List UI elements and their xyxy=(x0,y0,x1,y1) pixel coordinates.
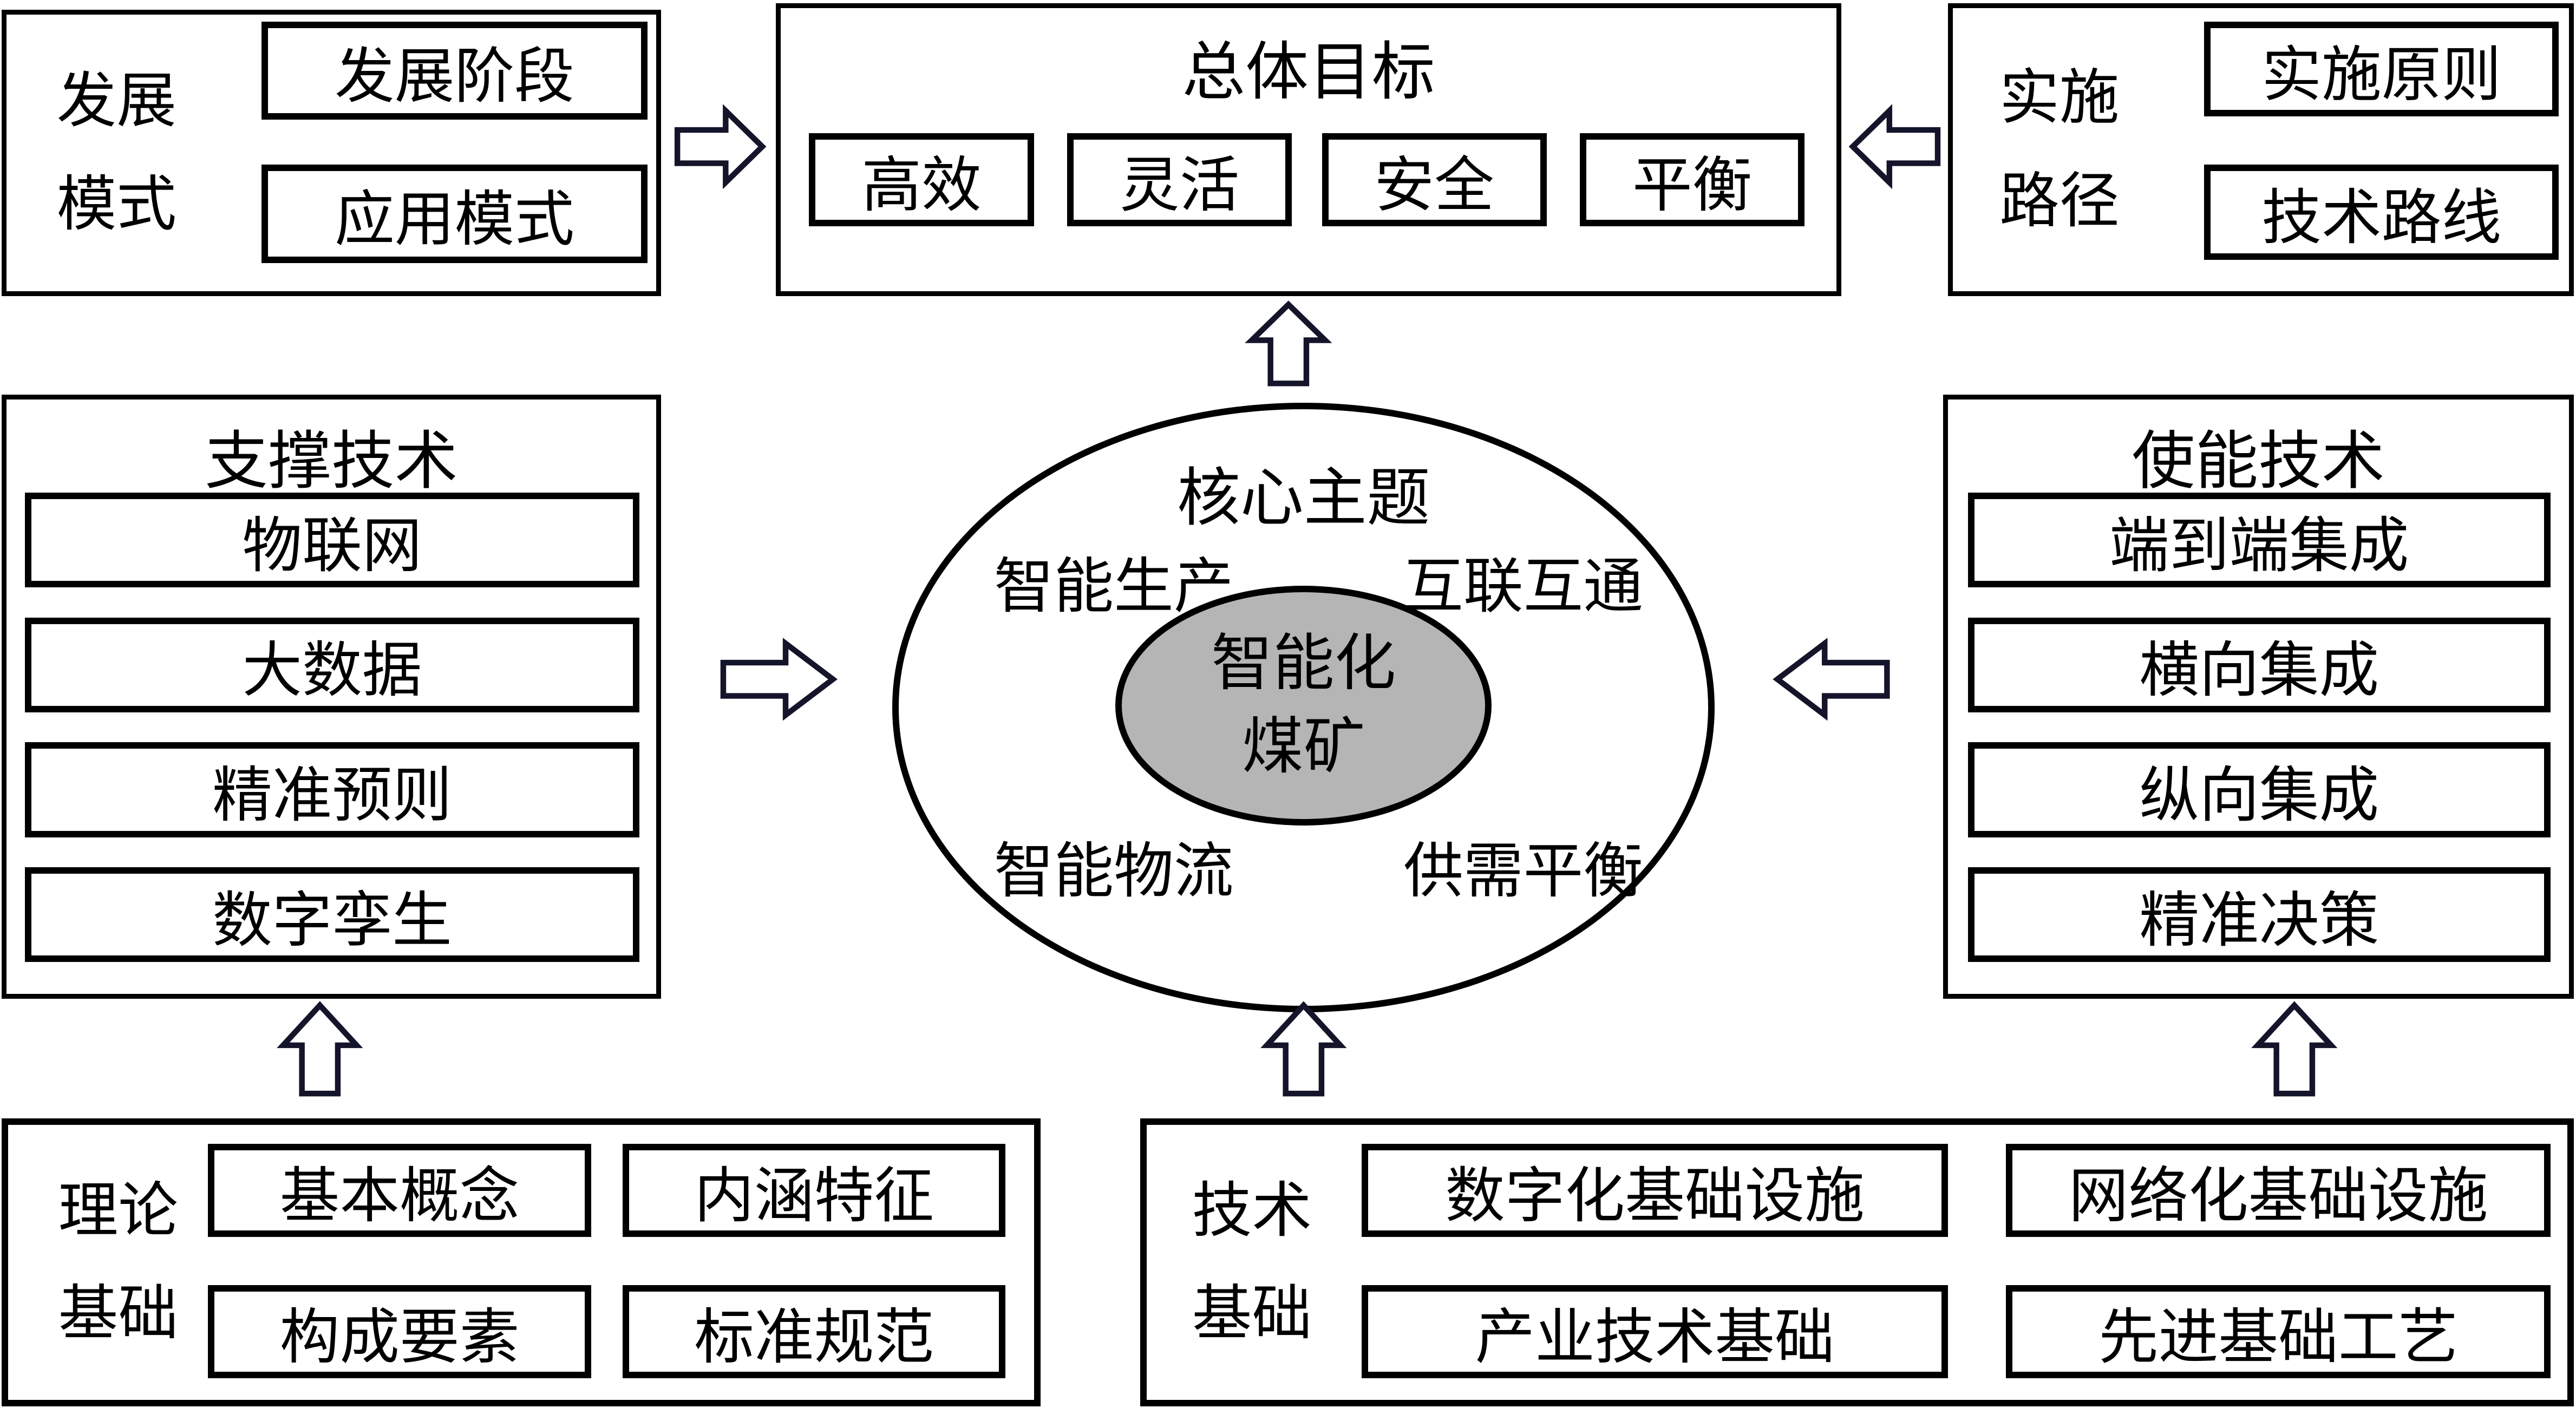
supporting-tech-title: 支撑技术 xyxy=(205,427,458,497)
big-data-box: 大数据 xyxy=(25,617,639,713)
technical-basis-label-line2: 基础 xyxy=(1192,1280,1312,1347)
supply-demand-balance-label: 供需平衡 xyxy=(1403,838,1643,905)
development-mode-label-line2: 模式 xyxy=(56,171,176,238)
arrow-left-icon xyxy=(1773,639,1891,719)
technical-basis-label-line1: 技术 xyxy=(1192,1177,1312,1244)
network-infrastructure-box: 网络化基础设施 xyxy=(2006,1143,2551,1237)
interconnection-label: 互联互通 xyxy=(1403,553,1643,620)
goal-efficient-box: 高效 xyxy=(809,133,1034,227)
application-mode-box: 应用模式 xyxy=(261,165,648,263)
intelligent-coal-mine-line2: 煤矿 xyxy=(1241,712,1365,781)
connotation-feature-box: 内涵特征 xyxy=(623,1143,1006,1237)
arrow-up-icon xyxy=(1264,1002,1344,1097)
intelligent-coal-mine-ellipse: 智能化 煤矿 xyxy=(1115,586,1492,826)
arrow-up-icon xyxy=(1248,302,1329,387)
technical-route-box: 技术路线 xyxy=(2204,165,2559,260)
digital-infrastructure-box: 数字化基础设施 xyxy=(1362,1143,1948,1237)
digital-twin-box: 数字孪生 xyxy=(25,867,639,962)
precise-decision-box: 精准决策 xyxy=(1967,867,2551,962)
precise-prediction-box: 精准预则 xyxy=(25,742,639,837)
vertical-integration-box: 纵向集成 xyxy=(1967,742,2551,837)
core-theme-title: 核心主题 xyxy=(1177,464,1430,534)
theoretical-basis-label-line2: 基础 xyxy=(58,1280,178,1347)
arrow-left-icon xyxy=(1849,107,1941,187)
arrow-up-icon xyxy=(2254,1002,2335,1097)
end-to-end-integration-box: 端到端集成 xyxy=(1967,493,2551,588)
advanced-basic-process-box: 先进基础工艺 xyxy=(2006,1285,2551,1379)
horizontal-integration-box: 横向集成 xyxy=(1967,617,2551,713)
theoretical-basis-label: 理论 基础 xyxy=(18,1118,218,1406)
goal-balanced-box: 平衡 xyxy=(1580,133,1805,227)
iot-box: 物联网 xyxy=(25,493,639,588)
implementation-path-label-line1: 实施 xyxy=(1999,64,2120,132)
industrial-tech-basis-box: 产业技术基础 xyxy=(1362,1285,1948,1379)
development-mode-label: 发展 模式 xyxy=(17,10,217,296)
arrow-up-icon xyxy=(280,1002,360,1097)
implementation-path-label-line2: 路径 xyxy=(1999,167,2120,234)
implementation-path-label: 实施 路径 xyxy=(1959,3,2159,296)
development-stage-box: 发展阶段 xyxy=(261,21,648,120)
arrow-right-icon xyxy=(719,639,837,719)
technical-basis-label: 技术 基础 xyxy=(1152,1118,1352,1406)
implementation-principle-box: 实施原则 xyxy=(2204,21,2559,117)
theoretical-basis-label-line1: 理论 xyxy=(58,1177,178,1244)
constituent-elements-box: 构成要素 xyxy=(208,1285,591,1379)
basic-concept-box: 基本概念 xyxy=(208,1143,591,1237)
enabling-tech-title: 使能技术 xyxy=(2132,427,2385,497)
overall-goal-title: 总体目标 xyxy=(1182,37,1435,108)
standard-specification-box: 标准规范 xyxy=(623,1285,1006,1379)
intelligent-logistics-label: 智能物流 xyxy=(993,838,1234,905)
arrow-right-icon xyxy=(674,107,766,187)
development-mode-label-line1: 发展 xyxy=(56,68,176,135)
goal-safe-box: 安全 xyxy=(1322,133,1547,227)
intelligent-coal-mine-line1: 智能化 xyxy=(1211,630,1396,698)
goal-flexible-box: 灵活 xyxy=(1067,133,1292,227)
